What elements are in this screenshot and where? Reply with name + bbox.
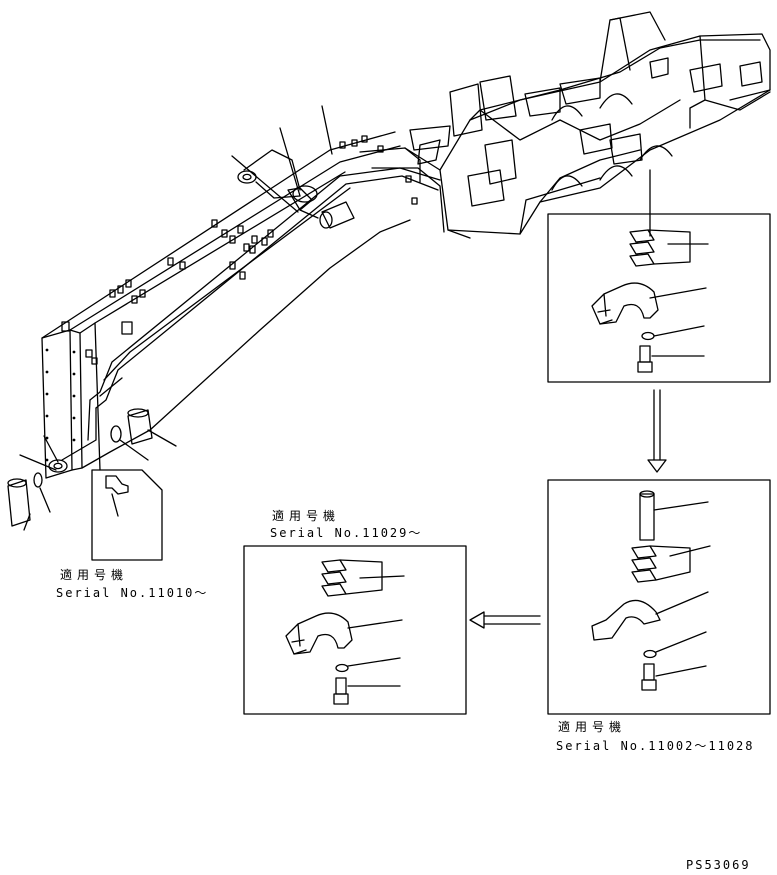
detail-box-middle	[243, 545, 467, 715]
bottom-right-serial-label: Serial No.11002～11028	[556, 739, 755, 753]
main-frame	[41, 11, 771, 479]
arrow-left	[469, 611, 541, 629]
middle-serial-label: Serial No.11029～	[270, 526, 423, 540]
arrow-down	[647, 389, 667, 473]
left-applicable-label: 適用号機	[60, 568, 129, 582]
loose-parts-left	[7, 105, 333, 561]
middle-applicable-label: 適用号機	[272, 509, 341, 523]
left-serial-label: Serial No.11010～	[56, 586, 209, 600]
detail-box-top-right	[547, 169, 771, 383]
drawing-number: PS53069	[686, 858, 751, 872]
bottom-right-applicable-label: 適用号機	[558, 720, 627, 734]
detail-box-bottom-right	[547, 479, 771, 715]
